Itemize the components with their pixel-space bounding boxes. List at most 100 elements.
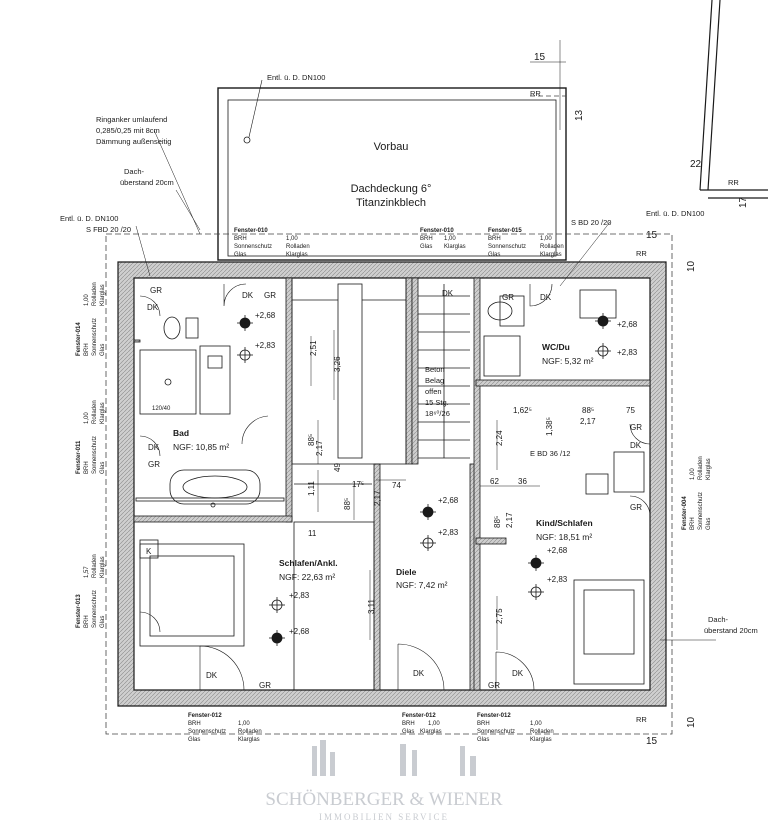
window-label: BRH [84, 615, 90, 628]
window-label: BRH [84, 343, 90, 356]
window-left-013: Fenster-013 BRH 1,57 Sonnenschutz Rollad… [76, 554, 106, 628]
dimension-label: 2,17 [315, 440, 324, 456]
room-wc-area: NGF: 5,32 m² [542, 356, 594, 366]
interior-walls [133, 277, 651, 691]
window-label: Glas [100, 616, 106, 628]
height-label: +2,68 [289, 627, 310, 636]
marker-gr: GR [630, 423, 642, 432]
room-schlafen-name: Schlafen/Ankl. [279, 558, 338, 568]
dimension-label: 17 [738, 196, 749, 208]
dimension-label: 15 [534, 52, 546, 63]
window-label: Rolladen [92, 282, 98, 306]
marker-dk: DK [147, 303, 159, 312]
ebd-label: E BD 36 /12 [530, 449, 570, 458]
window-label: Fenster-010 [234, 228, 268, 234]
window-label: BRH [477, 721, 490, 727]
window-label: Sonnenschutz [92, 436, 98, 474]
drain-label-right: Entl. ü. D. DN100 [646, 209, 704, 218]
window-label: Klarglas [238, 737, 260, 743]
watermark-brand: SCHÖNBERGER & WIENER [265, 789, 502, 810]
marker-dk: DK [206, 671, 218, 680]
socket-heights: +2,68 +2,83 +2,68 +2,83 +2,68 +2,83 +2,6… [255, 311, 638, 636]
window-left-014: Fenster-014 BRH 1,00 Sonnenschutz Rollad… [76, 282, 106, 356]
window-label: Klarglas [444, 244, 466, 250]
dimension-label: 1,62⁵ [513, 406, 532, 415]
window-label: Sonnenschutz [188, 729, 226, 735]
window-top-middle: Fenster-010 BRH 1,00 Glas Klarglas [420, 228, 466, 250]
marker-gr: GR [259, 681, 271, 690]
stair-line-5: 18⁶⁰/26 [425, 409, 450, 418]
window-label: BRH [234, 236, 247, 242]
annotations-right: Entl. ü. D. DN100 S BD 20 /20 Dach- über… [530, 209, 758, 635]
window-label: 1,00 [238, 721, 250, 727]
dimension-label: 17⁵ [352, 480, 364, 489]
overhang-right-1: Dach- [708, 615, 729, 624]
ceiling-light-icon [595, 313, 611, 329]
door-swings [139, 283, 651, 691]
room-kind-area: NGF: 18,51 m² [536, 532, 592, 542]
stair-line-2: Belag [425, 376, 444, 385]
window-label: 1,00 [540, 236, 552, 242]
window-left-011: Fenster-011 BRH 1,00 Sonnenschutz Rollad… [76, 400, 106, 474]
dimension-label: 49 [333, 463, 342, 472]
window-label: Sonnenschutz [698, 492, 704, 530]
neighbor-outline [699, 0, 768, 199]
dimension-label: 88⁵ [307, 434, 316, 446]
window-label: Glas [420, 244, 432, 250]
stair-line-3: offen [425, 387, 442, 396]
ceiling-light-icon [237, 315, 253, 331]
dimension-label: 11 [308, 529, 317, 538]
window-label: Rolladen [286, 244, 310, 250]
marker-dk: DK [512, 669, 524, 678]
window-label: BRH [188, 721, 201, 727]
window-bottom-left: Fenster-012 BRH 1,00 Sonnenschutz Rollad… [188, 713, 262, 743]
dimension-label: 75 [626, 406, 635, 415]
height-label: +2,83 [255, 341, 276, 350]
window-bottom-right: Fenster-012 BRH 1,00 Sonnenschutz Rollad… [477, 713, 554, 743]
dimension-label: 1,38⁵ [545, 417, 554, 436]
window-label: Rolladen [92, 554, 98, 578]
dimension-label: 88⁵ [493, 516, 502, 528]
window-label: 1,57 [84, 566, 90, 578]
dimension-label: 1,11 [307, 480, 316, 496]
window-label: Sonnenschutz [477, 729, 515, 735]
socket-icon [528, 584, 544, 600]
window-label: Klarglas [100, 556, 106, 578]
marker-gr: GR [148, 460, 160, 469]
roof-material-label: Titanzinkblech [356, 197, 426, 209]
height-label: +2,83 [547, 575, 568, 584]
dimension-label: 2,17 [505, 512, 514, 528]
dimension-labels: 15 13 22 17 15 10 10 15 2,51 3,26 88⁵ 2,… [152, 52, 749, 747]
dimension-lines [310, 40, 566, 650]
window-label: Sonnenschutz [92, 318, 98, 356]
window-label: Klarglas [540, 252, 562, 258]
window-label: Rolladen [92, 400, 98, 424]
window-label: Sonnenschutz [488, 244, 526, 250]
overhang-left-1: Dach- [124, 167, 145, 176]
roof-overhang-line [105, 233, 673, 735]
marker-dk: DK [442, 289, 454, 298]
dimension-label: 2,75 [495, 608, 504, 624]
window-label: Klarglas [286, 252, 308, 258]
annotations-left: Ringanker umlaufend 0,285/0,25 mit 8cm D… [60, 115, 174, 234]
marker-gr: GR [502, 293, 514, 302]
marker-gr: GR [264, 291, 276, 300]
ringanker-line-1: Ringanker umlaufend [96, 115, 167, 124]
dimension-label: 22 [690, 159, 702, 170]
marker-gr: GR [488, 681, 500, 690]
socket-icon [237, 347, 253, 363]
marker-rr: RR [530, 89, 541, 98]
window-label: Klarglas [100, 284, 106, 306]
window-label: BRH [690, 517, 696, 530]
dimension-label: 2,24 [495, 430, 504, 446]
sbd-label: S BD 20 /20 [571, 218, 611, 227]
dimension-label: 15 [646, 736, 658, 747]
window-label: 1,00 [690, 468, 696, 480]
dimension-label: 10 [686, 260, 697, 272]
window-label: 1,00 [428, 721, 440, 727]
window-label: 1,00 [84, 294, 90, 306]
window-label: Fenster-012 [477, 713, 511, 719]
ceiling-light-icon [420, 504, 436, 520]
socket-icon [595, 343, 611, 359]
marker-dk: DK [242, 291, 254, 300]
